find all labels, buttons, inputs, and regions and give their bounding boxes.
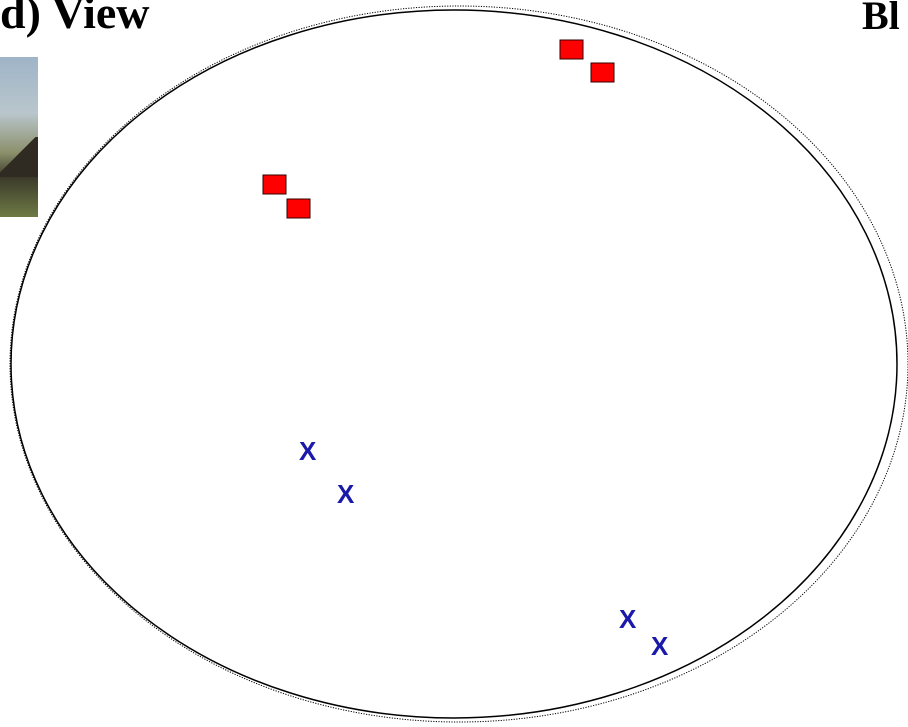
page-title: d) View (0, 0, 150, 38)
blue-x-mark-3: X (619, 604, 637, 634)
red-square-3 (262, 174, 287, 195)
outer-ellipse-dotted (9, 5, 908, 723)
red-square-1 (559, 39, 584, 60)
page-title-right-partial: Bl (862, 0, 900, 38)
blue-x-mark-4: X (651, 631, 669, 661)
blue-x-mark-1: X (299, 436, 317, 466)
red-square-2 (590, 62, 615, 83)
blue-x-mark-2: X (337, 479, 355, 509)
landscape-photo-thumbnail (0, 57, 38, 217)
photo-mountain-shape (0, 137, 38, 177)
inner-ellipse-solid (10, 9, 898, 719)
red-square-4 (286, 198, 311, 219)
